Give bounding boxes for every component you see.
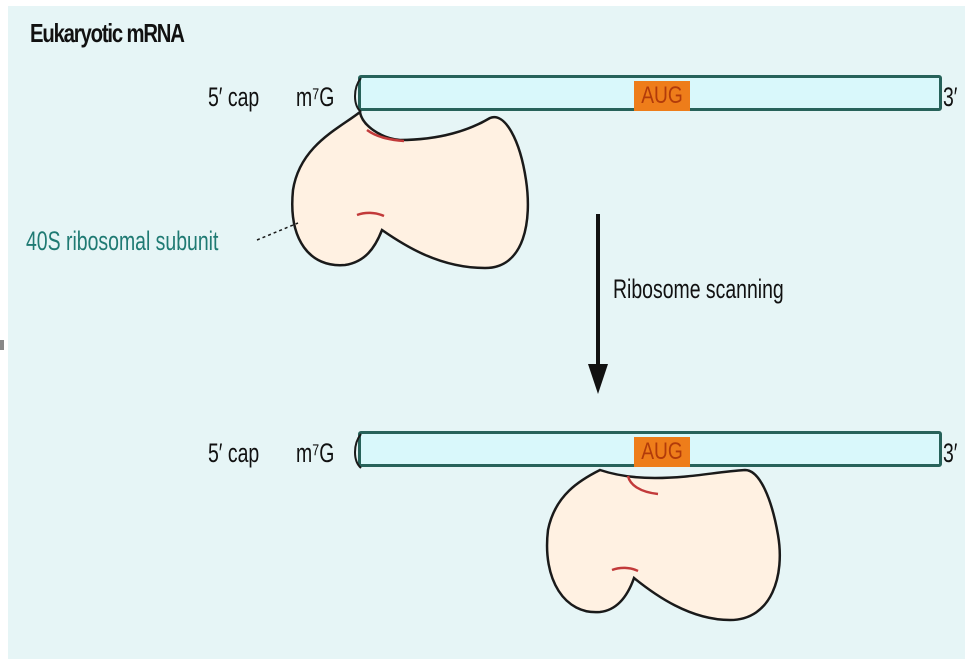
scanning-arrow-head [588,364,608,394]
ribosome-leader-line [257,223,298,240]
top-cap-knob [355,78,361,112]
top-ribosome-shape [292,112,528,268]
bottom-ribosome-shape [547,470,780,620]
bottom-cap-knob [355,434,361,468]
